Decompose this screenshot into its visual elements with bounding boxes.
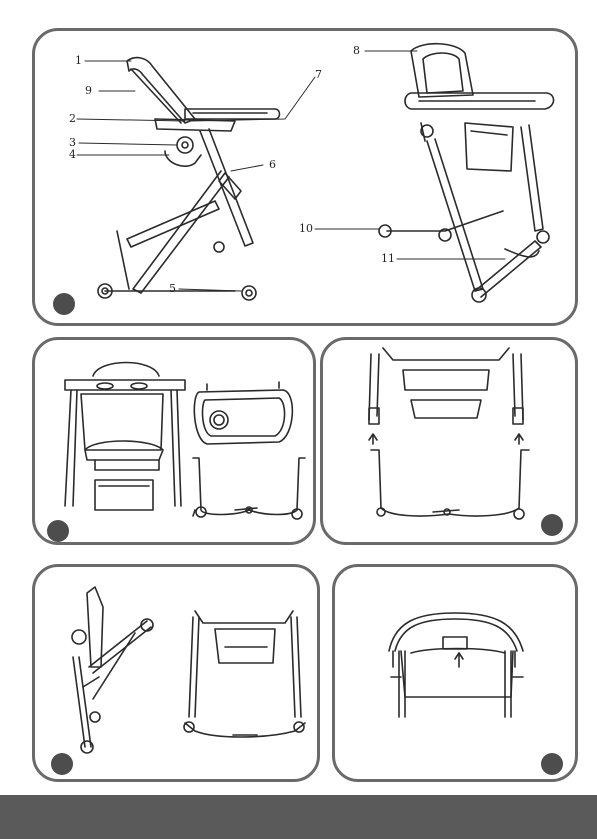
step-marker-dot <box>47 520 69 542</box>
chair-front-view <box>65 363 185 511</box>
step-marker-dot <box>53 293 75 315</box>
callout-7: 7 <box>315 69 322 80</box>
callout-3: 3 <box>69 137 76 148</box>
callout-leaders <box>77 51 505 291</box>
step-marker-dot <box>51 753 73 775</box>
attach-base-drawing <box>323 340 578 545</box>
callout-2: 2 <box>69 113 76 124</box>
chair-side-view <box>98 58 280 300</box>
panel-parts <box>32 337 316 545</box>
callout-5: 5 <box>169 283 176 294</box>
callout-10: 10 <box>299 223 313 234</box>
callout-1: 1 <box>75 55 82 66</box>
callout-4: 4 <box>69 149 76 160</box>
callout-11: 11 <box>381 253 395 264</box>
highchair-overview-drawing <box>35 31 578 326</box>
step-marker-dot <box>541 753 563 775</box>
base-frame <box>193 458 305 519</box>
folded-chair-side <box>72 587 153 753</box>
footer-bar <box>0 795 597 839</box>
panel-overview: 1 9 2 3 4 6 5 7 8 10 11 <box>32 28 578 326</box>
callout-9: 9 <box>85 85 92 96</box>
tray-drawing <box>335 567 578 782</box>
folding-drawing <box>35 567 320 782</box>
chair-three-quarter-view <box>379 44 554 302</box>
parts-drawing <box>35 340 316 545</box>
panel-attach-base <box>320 337 578 545</box>
callout-6: 6 <box>269 159 276 170</box>
folded-chair-front <box>184 611 305 737</box>
tray-top-view <box>194 382 292 444</box>
step-marker-dot <box>541 514 563 536</box>
panel-folding <box>32 564 320 782</box>
panel-tray <box>332 564 578 782</box>
callout-8: 8 <box>353 45 360 56</box>
